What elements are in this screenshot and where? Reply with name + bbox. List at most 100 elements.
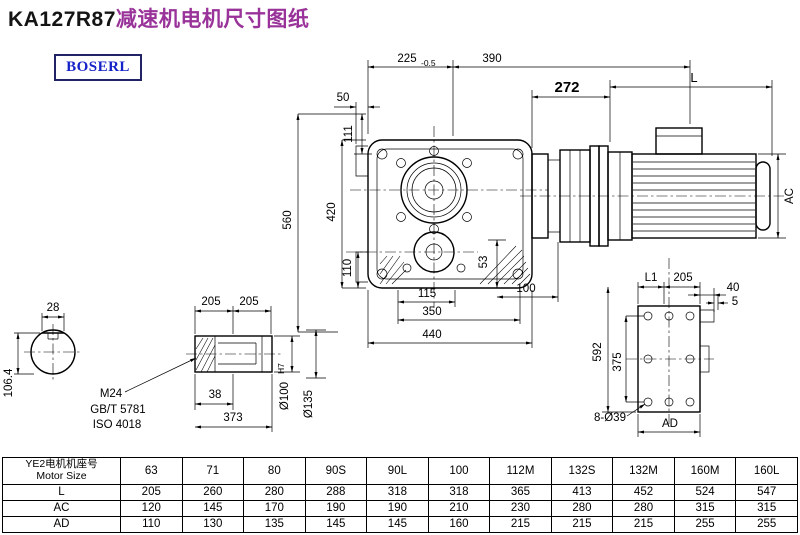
size-value: 280 [550,499,614,517]
size-value: 130 [181,515,245,533]
size-header: 80 [243,457,306,485]
size-value: 524 [673,483,737,501]
size-value: 365 [489,483,552,501]
size-value: 318 [427,483,491,501]
size-value: 215 [550,515,614,533]
dim-5: 5 [732,296,738,308]
size-header: 71 [181,457,245,485]
size-value: 547 [735,483,798,501]
dimension-ac: AC [758,153,796,239]
motor-side-view [520,127,784,247]
dim-110: 110 [342,259,354,277]
size-value: 318 [366,483,429,501]
label-M24: M24 [100,388,123,400]
size-value: 215 [612,515,675,533]
boserl-logo: BOSERL [54,54,142,81]
size-header: 132S [550,457,614,485]
size-value: 120 [120,499,183,517]
dim-560: 560 [282,210,294,229]
dim-phi100-fit: H7 [276,363,286,374]
label-gbt-5781: GB/T 5781 [90,404,145,416]
dim-420: 420 [326,202,338,221]
size-value: 145 [181,499,245,517]
dim-53: 53 [478,256,490,269]
dim-106-4: 106.4 [3,368,15,397]
title-model: KA127R87 [8,8,116,31]
size-header: 90S [304,457,368,485]
dim-28: 28 [47,302,60,314]
shaft-side-detail: 205 205 M24 GB/T 5781 ISO 4018 38 373 Ø1… [90,296,326,432]
size-header: 100 [427,457,491,485]
size-value: 210 [427,499,491,517]
technical-drawing: 225 -0.5 390 272 L 50 111 560 420 110 11… [3,53,796,437]
size-value: 160 [427,515,491,533]
dim-205-a: 205 [201,296,220,308]
corner-line1: YE2电机机座号 [25,458,98,470]
size-value: 315 [673,499,737,517]
size-value: 170 [243,499,306,517]
size-value: 280 [612,499,675,517]
dim-L: L [690,70,697,85]
row-label: AD [2,515,121,533]
corner-line2: Motor Size [36,469,87,482]
dim-L1: L1 [645,272,658,284]
size-value: 315 [735,499,798,517]
flange-rear-view: L1 205 40 5 592 375 8-Ø39 AD [592,258,739,437]
dim-phi100: Ø100 [279,382,291,410]
size-header: 160L [735,457,798,485]
size-value: 145 [304,515,368,533]
dim-100: 100 [516,283,535,295]
size-header: 112M [489,457,552,485]
dim-205-flange: 205 [673,272,692,284]
dim-50: 50 [337,92,350,104]
row-label: L [2,483,121,501]
size-value: 215 [489,515,552,533]
size-value: 190 [304,499,368,517]
dim-375: 375 [612,352,624,371]
dim-350: 350 [422,306,441,318]
dim-115: 115 [418,288,436,300]
size-header: 132M [612,457,675,485]
size-value: 190 [366,499,429,517]
dim-373: 373 [223,412,242,424]
dim-390: 390 [482,53,501,65]
size-value: 260 [181,483,245,501]
title-suffix: 减速机电机尺寸图纸 [115,8,310,31]
size-value: 145 [366,515,429,533]
size-value: 110 [120,515,183,533]
size-value: 255 [673,515,737,533]
size-value: 135 [243,515,306,533]
size-header: 160M [673,457,737,485]
dim-111: 111 [343,125,355,142]
dim-tolerance: -0.5 [421,58,436,68]
dimension-lines-left: 560 420 110 [282,113,366,333]
page-title: KA127R87减速机电机尺寸图纸 [8,3,309,33]
size-value: 230 [489,499,552,517]
dim-440: 440 [422,329,441,341]
dim-38: 38 [209,389,222,401]
dim-AC: AC [784,188,796,204]
dim-AD: AD [662,418,678,430]
corner-header: YE2电机机座号 Motor Size [2,457,121,485]
dim-205-b: 205 [239,296,258,308]
size-value: 452 [612,483,675,501]
row-label: AC [2,499,121,517]
dimension-lines-bottom: 115 53 100 350 440 [367,239,559,348]
size-header: 63 [120,457,183,485]
size-value: 255 [735,515,798,533]
size-value: 205 [120,483,183,501]
size-header: 90L [366,457,429,485]
label-iso-4018: ISO 4018 [93,419,142,431]
label-8-phi39: 8-Ø39 [594,412,626,424]
dim-40: 40 [727,282,740,294]
size-value: 280 [243,483,306,501]
size-value: 288 [304,483,368,501]
dim-225: 225 [397,53,416,65]
gearbox-front-view [346,126,548,308]
dim-phi135: Ø135 [303,390,315,418]
